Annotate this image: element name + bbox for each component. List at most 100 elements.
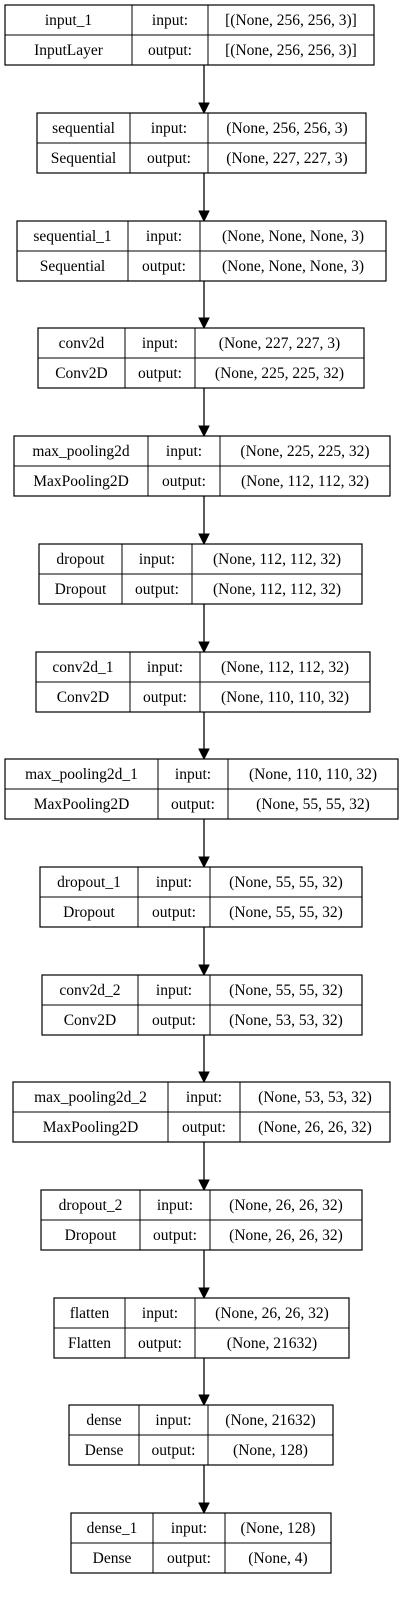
input-label: input: — [142, 1305, 178, 1322]
input-shape: (None, 21632) — [225, 1412, 315, 1429]
input-label: input: — [175, 766, 211, 783]
layer-name: dropout_2 — [59, 1197, 123, 1214]
output-label: output: — [152, 904, 196, 921]
input-shape: (None, 112, 112, 32) — [213, 551, 341, 568]
layer-type: MaxPooling2D — [34, 796, 130, 813]
output-shape: (None, 128) — [233, 1442, 308, 1459]
edge-arrow — [198, 1465, 210, 1515]
layer-name: dropout_1 — [57, 874, 121, 891]
layer-name: dense_1 — [87, 1520, 138, 1537]
input-label: input: — [152, 12, 188, 29]
output-shape: (None, 53, 53, 32) — [229, 1012, 343, 1029]
output-label: output: — [135, 581, 179, 598]
layer-type: Dropout — [65, 1227, 117, 1244]
edge-arrow — [198, 65, 210, 115]
layer-node-sequential: sequentialSequentialinput:output:(None, … — [36, 112, 367, 174]
input-label: input: — [186, 1089, 222, 1106]
output-label: output: — [182, 1119, 226, 1136]
output-shape: (None, 26, 26, 32) — [258, 1119, 372, 1136]
layer-type: MaxPooling2D — [33, 473, 129, 490]
edge-arrow — [198, 712, 210, 761]
input-label: input: — [146, 228, 182, 245]
input-shape: (None, 53, 53, 32) — [258, 1089, 372, 1106]
input-shape: (None, 225, 225, 32) — [240, 443, 369, 460]
layer-node-max_pooling2d_1: max_pooling2d_1MaxPooling2Dinput:output:… — [4, 758, 399, 820]
layer-type: Dropout — [63, 904, 115, 921]
arrow-head-icon — [198, 748, 210, 761]
arrow-head-icon — [198, 1179, 210, 1192]
output-label: output: — [153, 1227, 197, 1244]
input-label: input: — [147, 659, 183, 676]
layer-type: Sequential — [51, 150, 116, 167]
layer-name: dense — [86, 1412, 121, 1429]
layer-name: conv2d_1 — [52, 659, 113, 676]
arrow-head-icon — [198, 856, 210, 869]
input-shape: (None, None, None, 3) — [222, 228, 364, 245]
input-label: input: — [151, 120, 187, 137]
output-shape: [(None, 256, 256, 3)] — [225, 42, 357, 59]
output-label: output: — [152, 1442, 196, 1459]
layer-type: Dropout — [55, 581, 107, 598]
layer-type: MaxPooling2D — [43, 1119, 139, 1136]
arrow-head-icon — [198, 1502, 210, 1515]
layer-name: conv2d — [59, 335, 105, 352]
layer-name: conv2d_2 — [59, 982, 120, 999]
input-label: input: — [166, 443, 202, 460]
edges — [198, 65, 210, 1515]
arrow-head-icon — [198, 1287, 210, 1300]
output-shape: (None, 21632) — [227, 1335, 317, 1352]
layer-type: Conv2D — [55, 365, 108, 382]
edge-arrow — [198, 819, 210, 869]
arrow-head-icon — [198, 1394, 210, 1407]
layer-type: Dense — [93, 1550, 132, 1567]
edge-arrow — [198, 927, 210, 977]
layer-name: max_pooling2d — [32, 443, 130, 460]
input-label: input: — [157, 1197, 193, 1214]
output-shape: (None, 55, 55, 32) — [256, 796, 370, 813]
input-shape: (None, 256, 256, 3) — [226, 120, 347, 137]
layer-name: dropout — [56, 551, 105, 568]
output-shape: (None, 225, 225, 32) — [215, 365, 344, 382]
layer-type: Conv2D — [64, 1012, 117, 1029]
output-label: output: — [138, 365, 182, 382]
output-label: output: — [138, 1335, 182, 1352]
layer-type: Sequential — [40, 258, 105, 275]
input-label: input: — [142, 335, 178, 352]
output-shape: (None, 55, 55, 32) — [229, 904, 343, 921]
arrow-head-icon — [198, 425, 210, 438]
layer-name: input_1 — [45, 12, 92, 29]
output-label: output: — [142, 258, 186, 275]
layer-name: flatten — [70, 1305, 110, 1322]
output-shape: (None, None, None, 3) — [222, 258, 364, 275]
arrow-head-icon — [198, 102, 210, 115]
arrow-head-icon — [198, 964, 210, 977]
input-label: input: — [171, 1520, 207, 1537]
layer-name: max_pooling2d_2 — [34, 1089, 147, 1106]
arrow-head-icon — [198, 317, 210, 330]
layer-type: Dense — [85, 1442, 124, 1459]
input-shape: (None, 227, 227, 3) — [219, 335, 340, 352]
output-label: output: — [143, 689, 187, 706]
input-shape: (None, 112, 112, 32) — [221, 659, 349, 676]
input-label: input: — [156, 874, 192, 891]
output-shape: (None, 112, 112, 32) — [213, 581, 341, 598]
layer-name: sequential_1 — [33, 228, 111, 245]
output-label: output: — [171, 796, 215, 813]
output-shape: (None, 4) — [248, 1550, 307, 1567]
edge-arrow — [198, 1035, 210, 1084]
input-shape: (None, 128) — [241, 1520, 316, 1537]
input-shape: (None, 26, 26, 32) — [215, 1305, 329, 1322]
output-label: output: — [147, 150, 191, 167]
